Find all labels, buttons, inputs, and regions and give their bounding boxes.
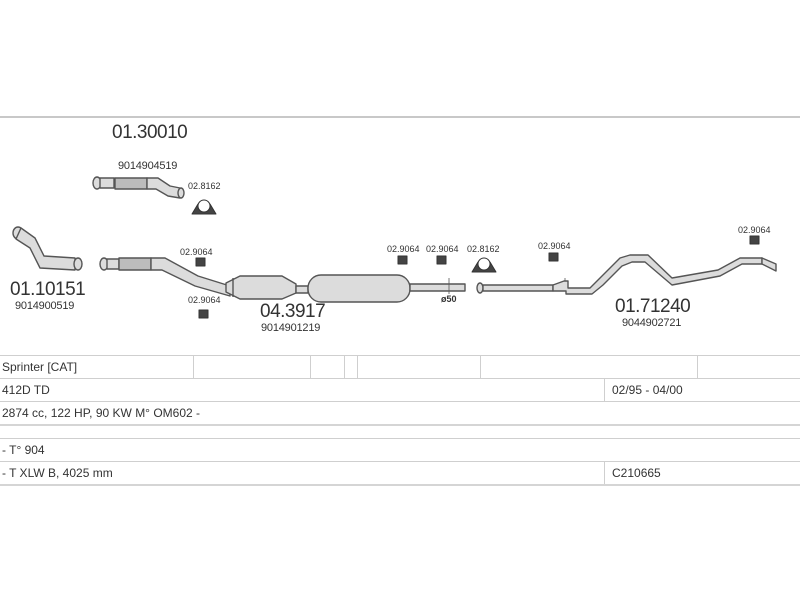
engine-cell: 2874 cc, 122 HP, 90 KW M° OM602 -: [2, 406, 200, 420]
column-divider: [193, 356, 194, 378]
oem-code-rear-section: 9044902721: [622, 317, 682, 329]
variant-cell: 412D TD: [2, 383, 50, 397]
fitting-label-hanger-rear-1: 02.9064: [538, 241, 571, 251]
part-number-front-pipe-left: 01.10151: [10, 279, 86, 300]
part-number-front-pipe-top: 01.30010: [112, 122, 188, 143]
part-number-rear-section: 01.71240: [615, 296, 691, 317]
table-row-spacer: [0, 426, 800, 439]
column-divider: [310, 356, 311, 378]
middle-silencer: [307, 274, 466, 303]
table-row-type: - T° 904: [0, 439, 800, 462]
table-row-variant: 412D TD 02/95 - 04/00: [0, 379, 800, 402]
body-cell: - T XLW B, 4025 mm: [2, 466, 113, 480]
fitting-label-clamp-top: 02.8162: [188, 181, 221, 191]
oem-code-front-pipe-top: 9014904519: [118, 160, 178, 172]
table-row-body: - T XLW B, 4025 mm C210665: [0, 462, 800, 486]
hanger-fittings: [195, 235, 760, 319]
table-row-engine: 2874 cc, 122 HP, 90 KW M° OM602 -: [0, 402, 800, 426]
fitting-label-hanger-mid-2: 02.9064: [426, 244, 459, 254]
years-cell: 02/95 - 04/00: [612, 383, 683, 397]
column-divider: [480, 356, 481, 378]
part-number-catalyst: 04.3917: [260, 301, 326, 322]
fitting-label-hanger-front-lower: 02.9064: [188, 295, 221, 305]
column-divider: [357, 356, 358, 378]
type-cell: - T° 904: [2, 443, 45, 457]
fitting-label-clamp-mid: 02.8162: [467, 244, 500, 254]
leader-lines: [448, 278, 566, 294]
front-pipe-middle: [99, 257, 231, 297]
front-pipe-upper: [92, 176, 185, 199]
exhaust-diagram: [12, 176, 777, 319]
fitting-label-hanger-front-upper: 02.9064: [180, 247, 213, 257]
clamp-fittings: [191, 199, 497, 273]
ref-cell: C210665: [612, 466, 661, 480]
table-row-model: Sprinter [CAT]: [0, 356, 800, 379]
oem-code-catalyst: 9014901219: [261, 322, 321, 334]
pipe-diameter-label: ø50: [441, 294, 457, 304]
column-divider: [604, 379, 605, 401]
oem-code-front-pipe-left: 9014900519: [15, 300, 75, 312]
front-pipe-left: [12, 226, 83, 271]
column-divider: [604, 462, 605, 484]
column-divider: [697, 356, 698, 378]
catalytic-converter: [225, 275, 309, 300]
fitting-label-hanger-mid-1: 02.9064: [387, 244, 420, 254]
rear-section: [476, 254, 777, 295]
model-cell: Sprinter [CAT]: [2, 360, 78, 374]
column-divider: [344, 356, 345, 378]
application-table: Sprinter [CAT] 412D TD 02/95 - 04/00 287…: [0, 355, 800, 486]
fitting-label-hanger-rear-2: 02.9064: [738, 225, 771, 235]
top-divider: [0, 116, 800, 118]
